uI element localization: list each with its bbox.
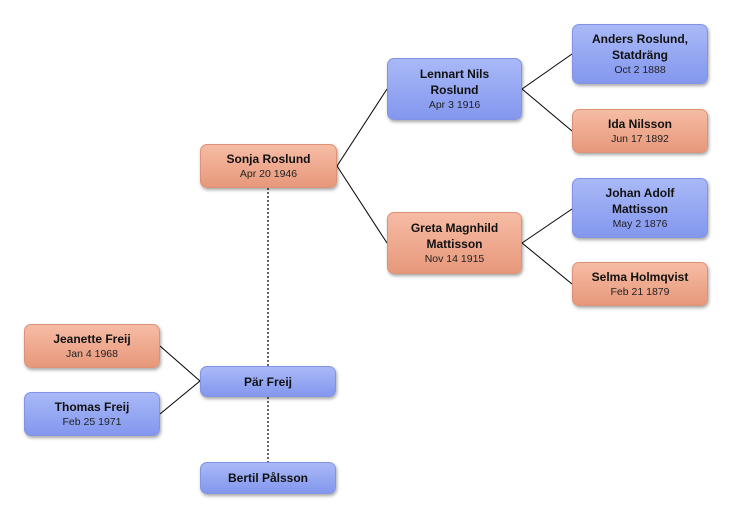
- person-card-lennart-nils-roslund[interactable]: Lennart Nils Roslund Apr 3 1916: [387, 58, 522, 120]
- person-card-greta-magnhild-mattisson[interactable]: Greta Magnhild Mattisson Nov 14 1915: [387, 212, 522, 274]
- person-birth-date: Jan 4 1968: [66, 348, 118, 360]
- person-name: Bertil Pålsson: [227, 471, 309, 485]
- person-card-selma-holmqvist[interactable]: Selma Holmqvist Feb 21 1879: [572, 262, 708, 306]
- person-card-anders-roslund[interactable]: Anders Roslund, Statdräng Oct 2 1888: [572, 24, 708, 84]
- person-birth-date: May 2 1876: [612, 218, 668, 230]
- person-name: Jeanette Freij: [53, 332, 131, 346]
- person-birth-date: Apr 3 1916: [428, 99, 481, 111]
- person-name: Thomas Freij: [54, 400, 130, 414]
- person-birth-date: Feb 25 1971: [62, 416, 122, 428]
- person-card-jeanette-freij[interactable]: Jeanette Freij Jan 4 1968: [24, 324, 160, 368]
- person-name: Selma Holmqvist: [591, 270, 689, 284]
- person-card-par-freij[interactable]: Pär Freij: [200, 366, 336, 397]
- person-name: Pär Freij: [243, 374, 293, 389]
- person-name: Ida Nilsson: [607, 117, 672, 131]
- person-birth-date: Oct 2 1888: [614, 64, 666, 76]
- person-birth-date: Nov 14 1915: [424, 253, 485, 265]
- person-card-thomas-freij[interactable]: Thomas Freij Feb 25 1971: [24, 392, 160, 436]
- person-birth-date: Feb 21 1879: [610, 286, 670, 298]
- person-card-bertil-palsson[interactable]: Bertil Pålsson: [200, 462, 336, 494]
- person-card-johan-adolf-mattisson[interactable]: Johan Adolf Mattisson May 2 1876: [572, 178, 708, 238]
- person-name: Sonja Roslund: [226, 152, 311, 166]
- person-name: Lennart Nils Roslund: [419, 67, 490, 97]
- person-birth-date: Jun 17 1892: [611, 133, 669, 145]
- person-name: Anders Roslund, Statdräng: [591, 32, 688, 62]
- person-name: Johan Adolf Mattisson: [605, 186, 675, 216]
- person-card-ida-nilsson[interactable]: Ida Nilsson Jun 17 1892: [572, 109, 708, 153]
- person-birth-date: Apr 20 1946: [239, 168, 298, 180]
- person-name: Greta Magnhild Mattisson: [410, 221, 499, 251]
- person-card-sonja-roslund[interactable]: Sonja Roslund Apr 20 1946: [200, 144, 337, 188]
